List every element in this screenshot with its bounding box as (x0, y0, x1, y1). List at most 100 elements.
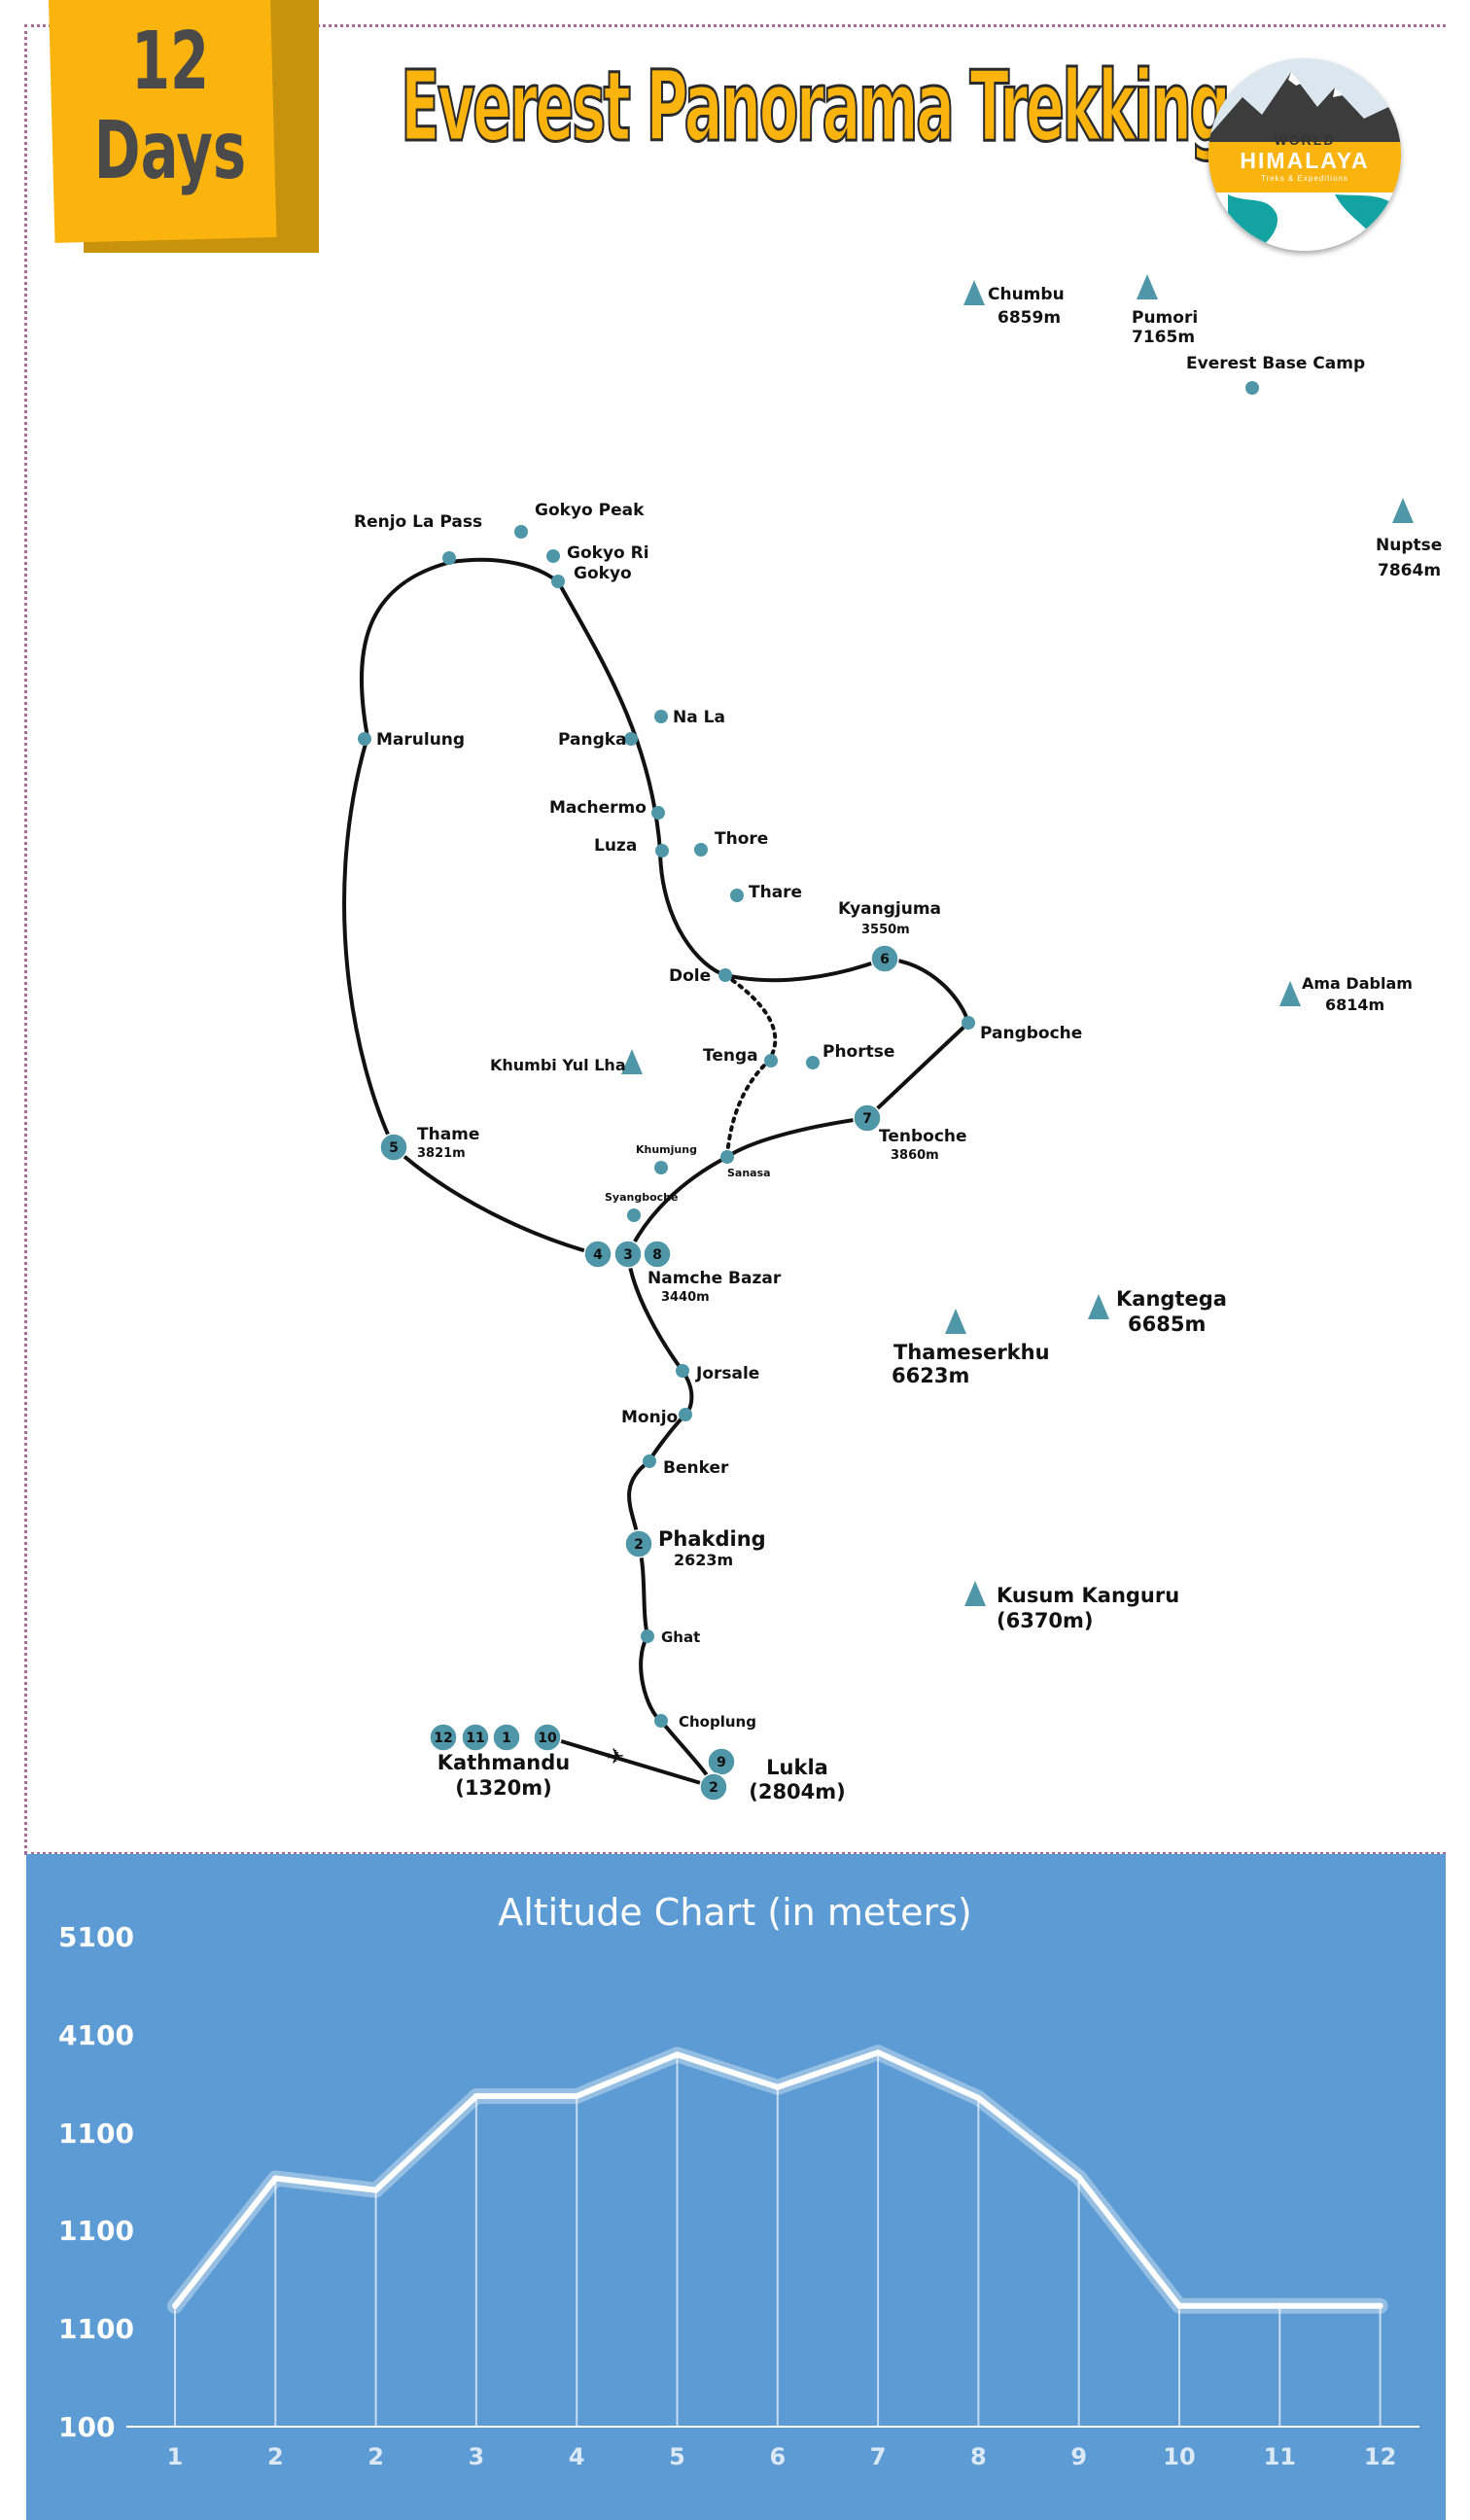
place-name: Renjo La Pass (354, 512, 482, 532)
altitude-chart: Altitude Chart (in meters) 1001100110011… (58, 1891, 1419, 2470)
place-name: Everest Base Camp (1186, 354, 1365, 373)
place-name: Namche Bazar (648, 1269, 782, 1288)
day-marker-circle (492, 1723, 521, 1752)
x-tick-label: 12 (1364, 2443, 1396, 2470)
place-khumjung: Khumjung (636, 1143, 697, 1174)
place-dot-icon (651, 806, 665, 820)
place-name: Ama Dablam (1302, 974, 1413, 993)
y-tick-label: 4100 (58, 2019, 134, 2051)
place-name: Syangboche (605, 1191, 678, 1204)
day-marker-label: 5 (389, 1140, 399, 1156)
y-tick-label: 5100 (58, 1921, 134, 1953)
place-ghat: Ghat (641, 1628, 700, 1646)
place-gokyo: Gokyo (551, 564, 632, 588)
x-tick-label: 2 (368, 2443, 384, 2470)
place-ebc: Everest Base Camp (1186, 354, 1365, 395)
place-elevation: 3821m (417, 1146, 466, 1161)
place-elevation: 2623m (674, 1551, 733, 1569)
place-dot-icon (718, 968, 732, 982)
place-dot-icon (806, 1056, 820, 1069)
place-name: Kathmandu (438, 1751, 570, 1774)
place-amadablam: Ama Dablam 6814m (1279, 974, 1413, 1014)
days-number: 12 (130, 16, 210, 108)
x-tick-label: 10 (1163, 2443, 1195, 2470)
day-marker-label: 1 (502, 1731, 511, 1746)
place-jorsale: Jorsale (676, 1364, 759, 1383)
place-name: Phortse (822, 1042, 894, 1062)
place-name: Gokyo Peak (535, 501, 645, 520)
place-dot-icon (654, 710, 668, 723)
place-name: Khumbi Yul Lha (490, 1056, 626, 1074)
x-tick-label: 3 (469, 2443, 485, 2470)
peak-triangle-icon (1088, 1294, 1109, 1319)
place-pangka: Pangka (558, 730, 638, 750)
place-name: Thare (749, 883, 802, 902)
place-elevation: 6814m (1325, 996, 1384, 1014)
day-marker-label: 7 (862, 1111, 872, 1127)
route-day-marker: 8 (643, 1240, 672, 1269)
airplane-icon: ✈ (607, 1745, 624, 1769)
place-phortse: Phortse (806, 1042, 894, 1069)
place-dot-icon (679, 1408, 692, 1421)
altitude-point (372, 2187, 379, 2193)
place-elevation: (6370m) (997, 1609, 1094, 1632)
day-marker-circle (613, 1240, 643, 1269)
place-dot-icon (546, 549, 560, 563)
place-dot-icon (694, 843, 708, 857)
route-day-marker: 4 (583, 1240, 612, 1269)
day-marker-label: 8 (652, 1247, 662, 1263)
place-name: Na La (673, 708, 725, 727)
place-name: Tenboche (879, 1127, 967, 1146)
place-name: Pangka (558, 730, 627, 750)
peak-triangle-icon (945, 1309, 966, 1334)
place-name: Tenga (703, 1046, 758, 1066)
day-marker-circle (853, 1103, 882, 1133)
altitude-point (172, 2302, 178, 2309)
route-day-marker: 2 (624, 1529, 653, 1558)
place-lukla: Lukla(2804m) (749, 1756, 846, 1803)
place-name: Gokyo Ri (567, 543, 649, 563)
day-marker-label: 3 (623, 1247, 633, 1263)
route-day-marker: 10 (533, 1723, 562, 1752)
day-marker-label: 9 (717, 1755, 726, 1770)
place-dot-icon (624, 732, 638, 746)
place-gokyopeak: Gokyo Peak (514, 501, 645, 539)
place-name: Luza (594, 836, 637, 856)
altitude-point (1176, 2302, 1182, 2309)
place-name: Nuptse (1376, 536, 1442, 555)
altitude-point (1277, 2302, 1283, 2309)
days-badge-text: 12 Days (76, 18, 265, 196)
place-name: Benker (663, 1458, 729, 1478)
place-elevation: (1320m) (455, 1776, 552, 1800)
place-elevation: (2804m) (749, 1780, 846, 1803)
place-name: Kangtega (1116, 1287, 1227, 1311)
peak-triangle-icon (963, 280, 985, 305)
place-elevation: 7165m (1132, 328, 1195, 347)
frame-top-border (24, 24, 1446, 27)
place-dot-icon (764, 1054, 778, 1068)
place-gokyori: Gokyo Ri (546, 543, 649, 563)
day-marker-label: 6 (880, 952, 890, 967)
route-day-marker: 11 (461, 1723, 490, 1752)
x-tick-label: 4 (569, 2443, 585, 2470)
x-tick-label: 6 (769, 2443, 786, 2470)
place-dot-icon (654, 1714, 668, 1728)
logo-line1: WORLD (1274, 132, 1336, 148)
place-dot-icon (514, 525, 528, 539)
y-tick-label: 1100 (58, 2215, 134, 2247)
altitude-point (574, 2092, 580, 2099)
altitude-point (1075, 2174, 1082, 2181)
place-khumbiyullha: Khumbi Yul Lha (490, 1049, 643, 1074)
day-marker-circle (461, 1723, 490, 1752)
day-marker-circle (870, 944, 899, 973)
place-dot-icon (654, 1161, 668, 1174)
frame-left-border (24, 24, 27, 1854)
route-day-marker: 5 (379, 1133, 408, 1162)
logo-graphic (1208, 58, 1401, 251)
